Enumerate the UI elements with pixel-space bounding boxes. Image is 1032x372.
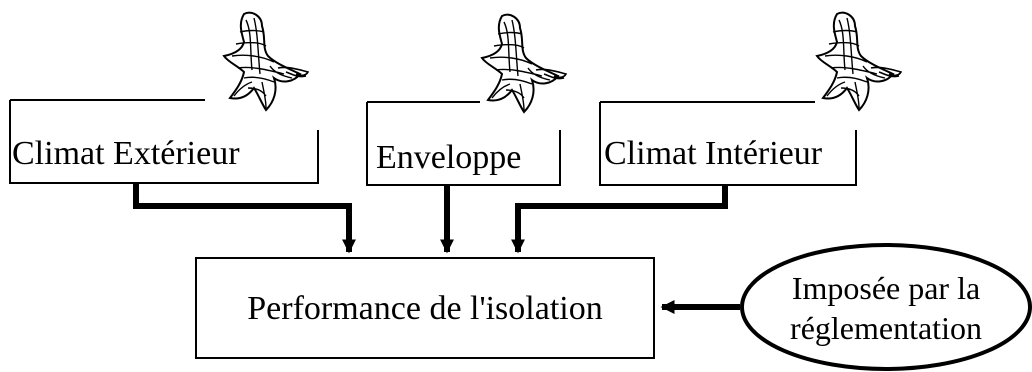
constraint-text: Imposée par la réglementation — [742, 268, 1030, 348]
result-label: Performance de l'isolation — [247, 290, 603, 327]
label-climat-interieur: Climat Intérieur — [604, 135, 823, 172]
input-box-climat-exterieur — [9, 99, 319, 184]
tornado-icon — [816, 11, 902, 111]
tornado-icon — [223, 11, 309, 111]
tornado-icon — [481, 13, 567, 113]
connector-climat-exterieur — [133, 183, 356, 254]
constraint-line: réglementation — [790, 310, 982, 346]
constraint-line: Imposée par la — [791, 270, 981, 306]
constraint-ellipse — [740, 243, 1032, 371]
input-box-enveloppe — [366, 101, 561, 186]
label-enveloppe: Enveloppe — [376, 139, 522, 176]
result-box — [195, 257, 655, 359]
connector-climat-interieur — [511, 185, 728, 254]
label-climat-exterieur: Climat Extérieur — [12, 135, 240, 172]
